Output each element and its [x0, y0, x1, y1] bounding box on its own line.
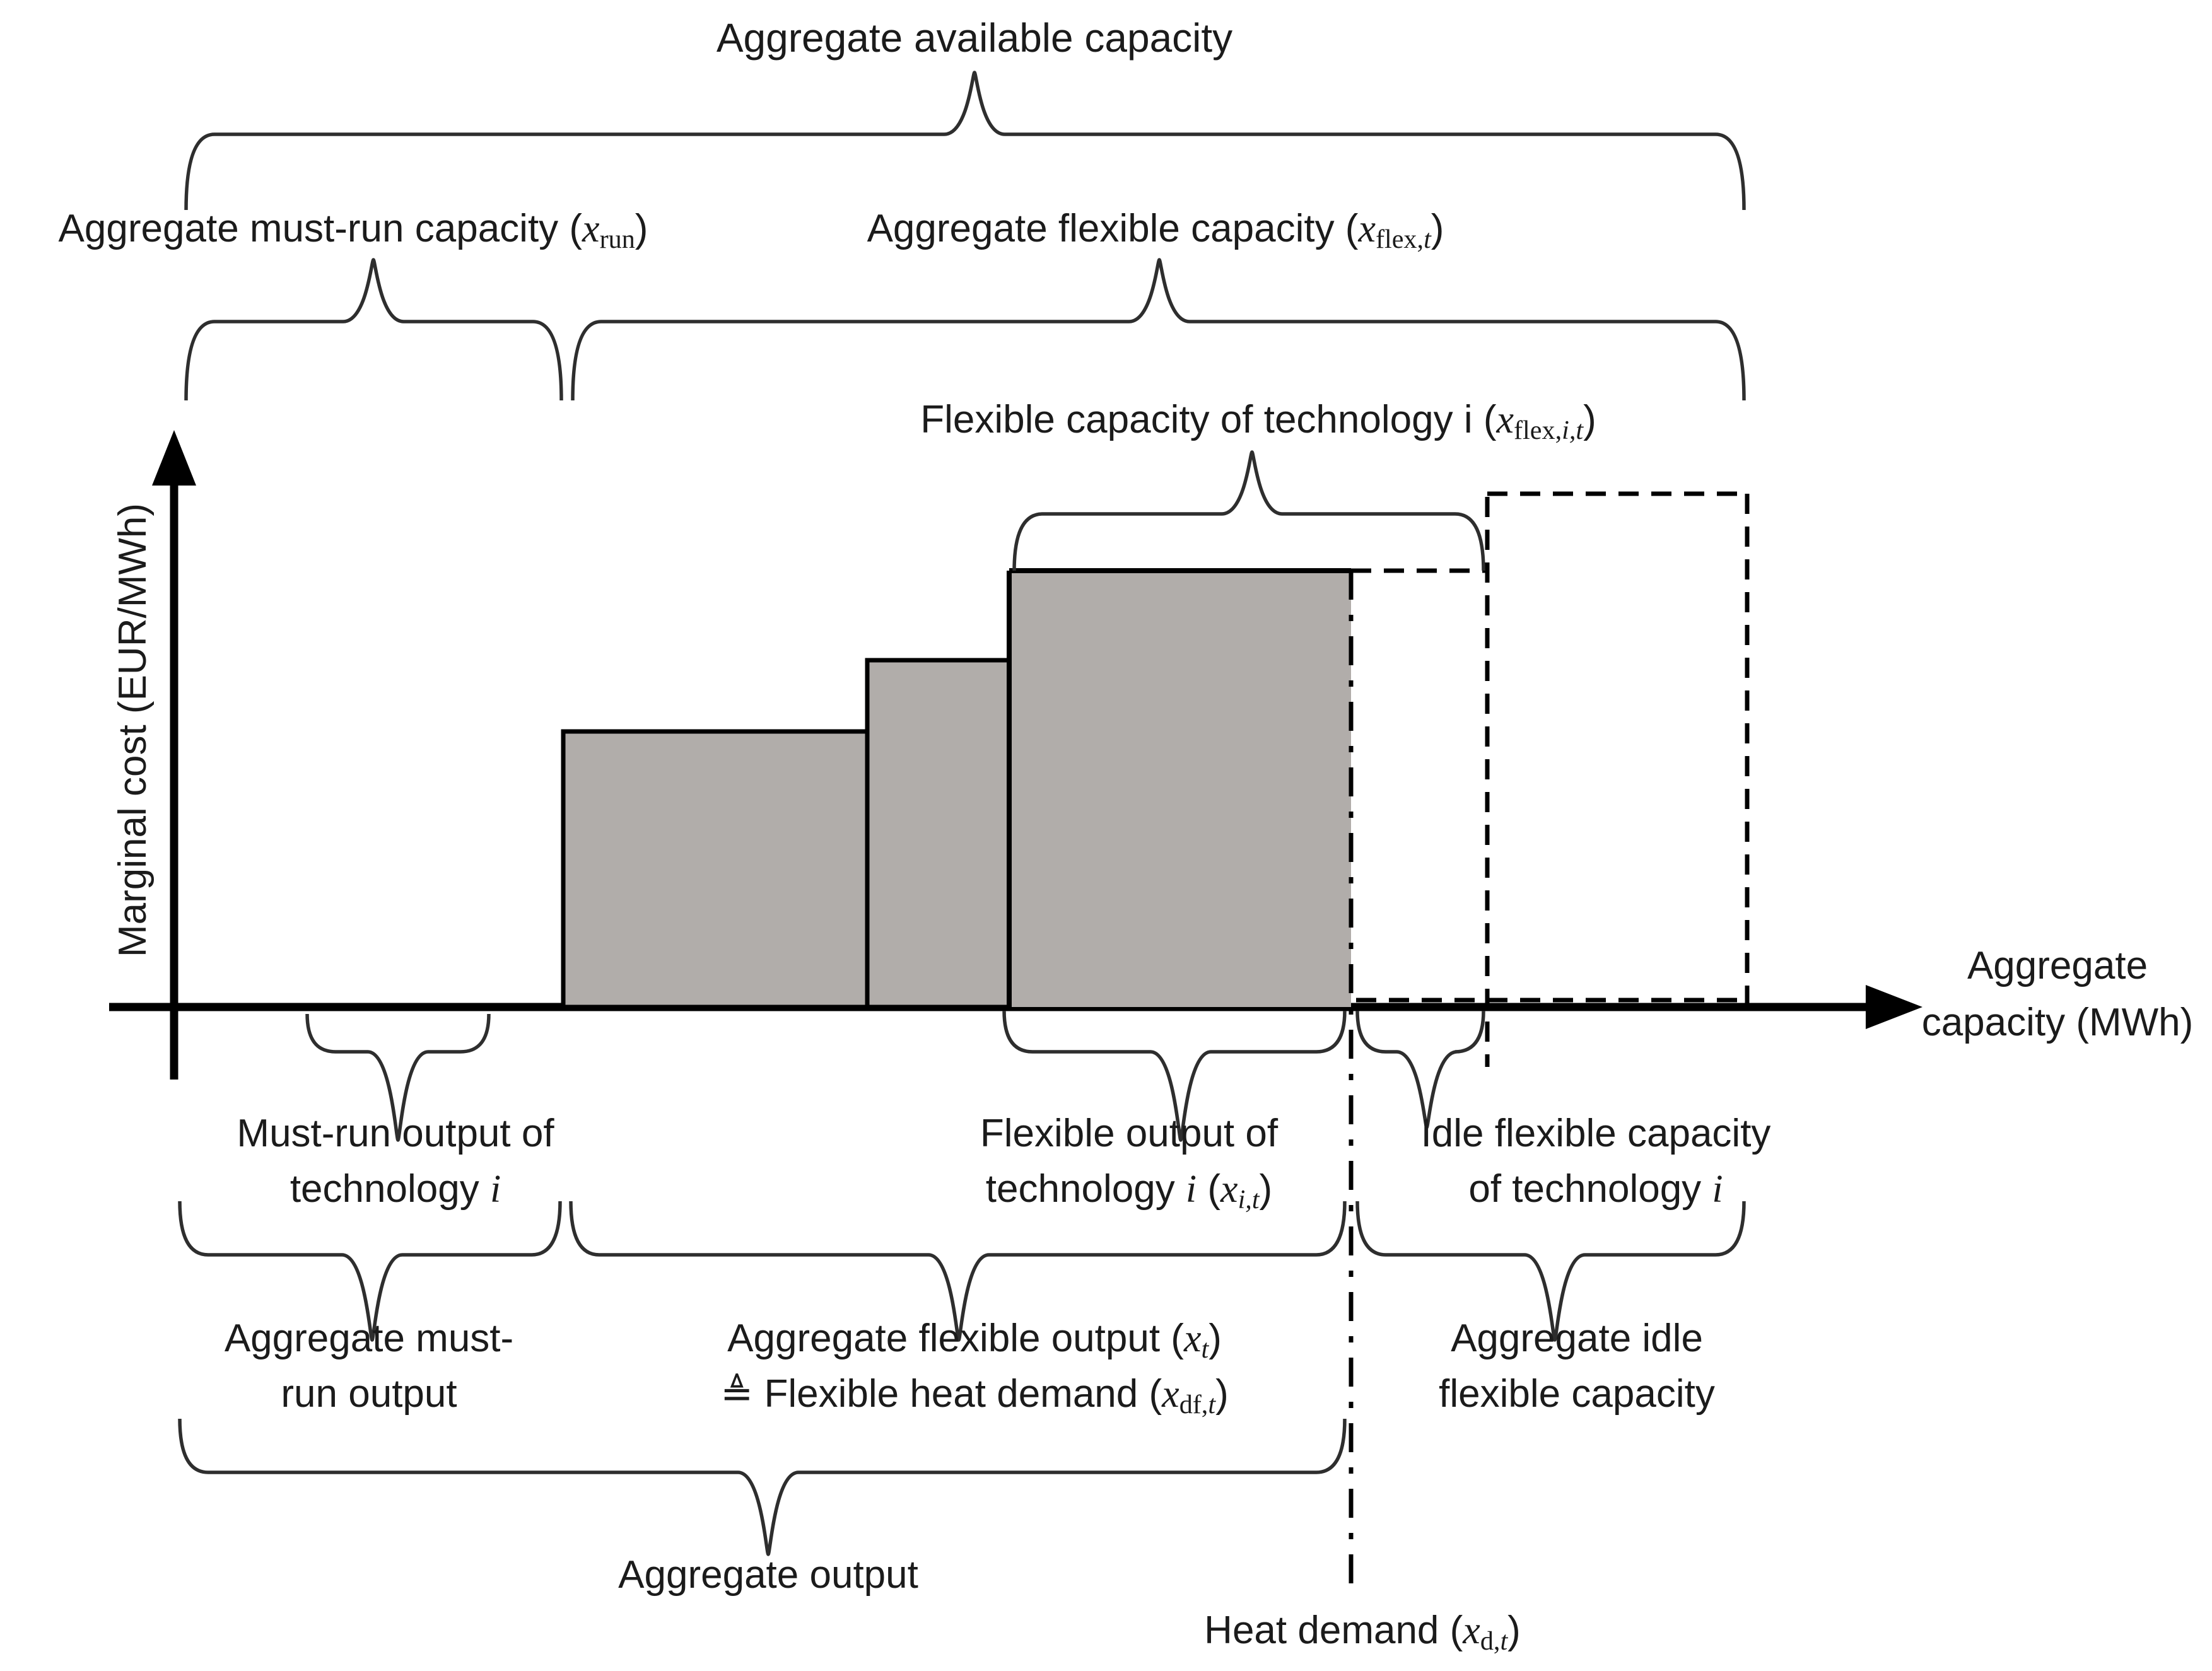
bar-technology-step-2 [865, 658, 1012, 1010]
label-must-run-output-line2: technology i [290, 1167, 501, 1211]
brace-aggregate-flexible-capacity [571, 258, 1746, 401]
label-idle-flexible-capacity-line1: Idle flexible capacity [1420, 1112, 1771, 1155]
bar-technology-step-1 [561, 729, 870, 1010]
brace-aggregate-available-capacity [184, 71, 1746, 211]
brace-aggregate-flexible-output [569, 1201, 1347, 1342]
label-aggregate-idle-flexible-capacity-line2: flexible capacity [1439, 1372, 1715, 1416]
brace-flexible-output-tech-i [1002, 1010, 1347, 1142]
label-must-run-output-line1: Must-run output of [237, 1112, 554, 1155]
y-axis-label: Marginal cost (EUR/MWh) [111, 503, 155, 957]
label-aggregate-flexible-capacity: Aggregate flexible capacity (xflex,t) [867, 207, 1444, 255]
x-axis-arrowhead-icon [1866, 985, 1922, 1029]
label-aggregate-flexible-output-line2: ≜ Flexible heat demand (xdf,t) [720, 1372, 1229, 1420]
label-aggregate-idle-flexible-capacity-line1: Aggregate idle [1451, 1317, 1703, 1360]
brace-aggregate-must-run-capacity [184, 258, 563, 401]
label-aggregate-flexible-output-line1: Aggregate flexible output (xt) [727, 1317, 1222, 1365]
title-aggregate-available-capacity: Aggregate available capacity [716, 15, 1233, 61]
label-flexible-output-line2: technology i (xi,t) [985, 1167, 1273, 1215]
label-aggregate-must-run-output-line2: run output [281, 1372, 457, 1416]
brace-idle-flexible-capacity-tech-i [1355, 1010, 1485, 1129]
label-aggregate-output: Aggregate output [618, 1553, 918, 1597]
x-axis-label-line1: Aggregate [1967, 944, 2148, 987]
y-axis-arrowhead-icon [152, 430, 196, 486]
label-heat-demand: Heat demand (xd,t) [1204, 1609, 1521, 1656]
label-aggregate-must-run-capacity: Aggregate must-run capacity (xrun) [58, 207, 648, 255]
label-flexible-capacity-tech-i: Flexible capacity of technology i (xflex… [920, 398, 1596, 446]
bar-technology-step-3 [1009, 571, 1351, 1007]
brace-aggregate-output [178, 1418, 1347, 1556]
label-idle-flexible-capacity-line2: of technology i [1468, 1167, 1723, 1211]
brace-aggregate-must-run-output [178, 1201, 562, 1342]
x-axis-label-line2: capacity (MWh) [1921, 1001, 2194, 1044]
label-aggregate-must-run-output-line1: Aggregate must- [224, 1317, 514, 1360]
brace-flexible-capacity-tech-i [1012, 450, 1485, 571]
brace-must-run-output-tech-i [305, 1013, 491, 1142]
brace-aggregate-idle-flexible-capacity [1355, 1201, 1746, 1342]
label-flexible-output-line1: Flexible output of [980, 1112, 1279, 1155]
